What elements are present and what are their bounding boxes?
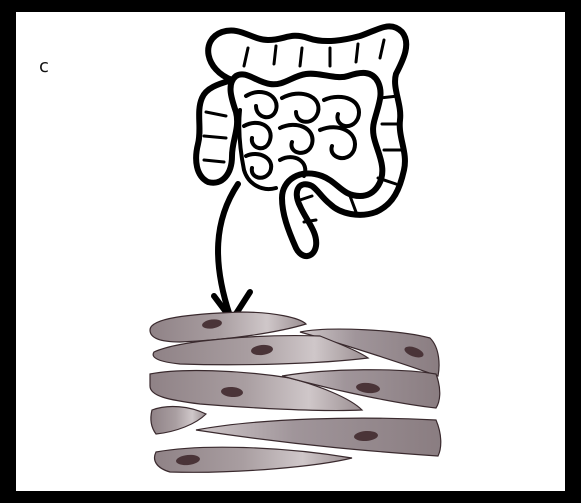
intestine-icon xyxy=(196,26,406,256)
arrow-down-icon xyxy=(214,184,250,320)
muscle-cells-icon xyxy=(150,312,441,472)
